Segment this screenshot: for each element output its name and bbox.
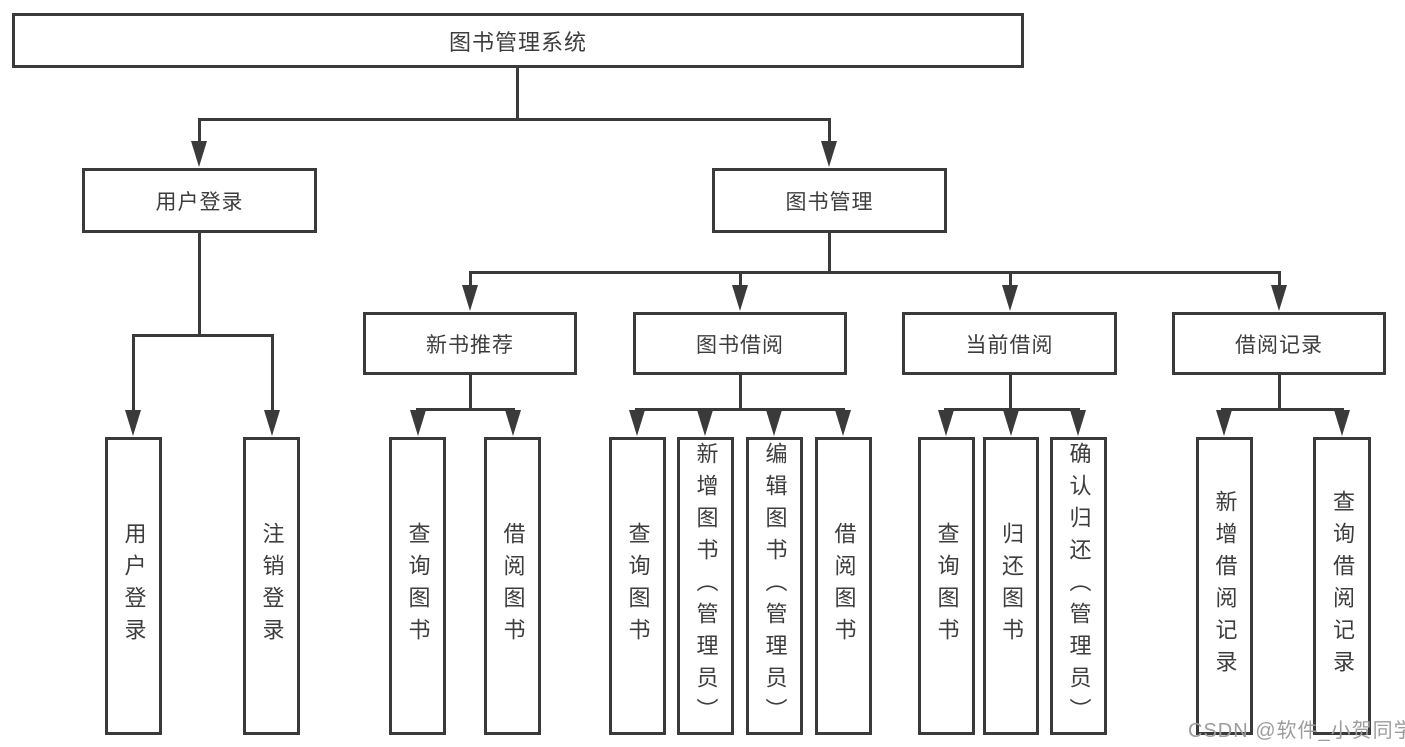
connector-currentborrow-rail — [944, 408, 1080, 411]
arrow-to-newbook — [461, 285, 478, 311]
leaf-logout-label: 注销登录 — [259, 522, 285, 650]
connector-root-stub — [516, 68, 519, 120]
leaf-records-query-record-label: 查询借阅记录 — [1330, 490, 1355, 682]
connector-currentborrow-stem — [1008, 273, 1012, 287]
connector-leaf-user-login-stem — [131, 336, 135, 411]
leaf-records-add-record: 新增借阅记录 — [1196, 437, 1253, 735]
connector-leaf-logout-stem — [270, 336, 274, 411]
arrow-to-bb-add — [696, 410, 713, 436]
csdn-watermark: CSDN @软件_小贺同学 — [1188, 720, 1405, 742]
leaf-borrow-add-books-admin: 新增图书（管理员） — [677, 437, 734, 735]
node-user-login: 用户登录 — [82, 168, 317, 233]
connector-user-login-rail — [132, 334, 274, 337]
arrow-to-user-login — [190, 141, 207, 167]
arrow-to-br-query — [1333, 410, 1350, 436]
connector-bookborrow-rail — [635, 408, 845, 411]
connector-records-rail — [1221, 408, 1344, 411]
leaf-current-return-books: 归还图书 — [983, 437, 1039, 735]
connector-bookborrow-stub — [738, 374, 742, 410]
leaf-logout: 注销登录 — [243, 437, 300, 735]
arrow-to-bb-query — [628, 410, 645, 436]
arrow-to-cb-query — [938, 410, 954, 436]
arrow-to-bookborrow — [731, 285, 748, 311]
arrow-to-records — [1270, 285, 1287, 311]
connector-user-login-stem — [198, 120, 201, 142]
arrow-to-leaf-logout — [263, 410, 280, 436]
node-library-management-system: 图书管理系统 — [12, 13, 1024, 68]
connector-newbook-stub — [468, 374, 472, 410]
leaf-borrow-add-books-admin-label: 新增图书（管理员） — [693, 442, 719, 730]
arrow-to-br-add — [1216, 410, 1232, 436]
arrow-to-cb-return — [1002, 410, 1019, 436]
leaf-records-add-record-label: 新增借阅记录 — [1212, 490, 1238, 682]
leaf-current-return-books-label: 归还图书 — [999, 522, 1024, 650]
leaf-current-query-books-label: 查询图书 — [934, 522, 960, 650]
leaf-newbook-query-books: 查询图书 — [389, 437, 446, 735]
connector-newbook-stem — [468, 273, 472, 287]
leaf-newbook-borrow-books-label: 借阅图书 — [500, 522, 526, 650]
leaf-borrow-borrow-books: 借阅图书 — [815, 437, 872, 735]
leaf-current-query-books: 查询图书 — [918, 437, 975, 735]
leaf-borrow-edit-books-admin: 编辑图书（管理员） — [746, 437, 803, 735]
node-current-borrow: 当前借阅 — [902, 312, 1117, 375]
connector-level2-rail — [198, 118, 831, 121]
arrow-to-nb-borrow — [504, 410, 521, 436]
leaf-newbook-borrow-books: 借阅图书 — [484, 437, 541, 735]
leaf-user-login: 用户登录 — [105, 437, 162, 735]
node-borrow-records: 借阅记录 — [1172, 312, 1386, 375]
connector-book-mgmt-stub — [828, 232, 831, 273]
connector-book-mgmt-stem — [828, 120, 831, 142]
node-new-book-recommend: 新书推荐 — [363, 312, 577, 375]
arrow-to-currentborrow — [1001, 285, 1018, 311]
leaf-current-confirm-return-admin: 确认归还（管理员） — [1050, 437, 1107, 735]
leaf-newbook-query-books-label: 查询图书 — [405, 522, 431, 650]
arrow-to-leaf-user-login — [124, 410, 141, 436]
node-book-borrow: 图书借阅 — [633, 312, 847, 375]
leaf-user-login-label: 用户登录 — [121, 522, 147, 650]
connector-records-stub — [1277, 374, 1281, 410]
leaf-records-query-record: 查询借阅记录 — [1313, 437, 1371, 735]
leaf-borrow-query-books-label: 查询图书 — [625, 522, 651, 650]
connector-newbook-rail — [416, 408, 515, 411]
connector-level3-rail — [469, 271, 1281, 274]
arrow-to-nb-query — [409, 410, 426, 436]
leaf-current-confirm-return-admin-label: 确认归还（管理员） — [1066, 442, 1092, 730]
node-book-management: 图书管理 — [712, 168, 947, 233]
connector-user-login-stub — [198, 232, 201, 335]
leaf-borrow-borrow-books-label: 借阅图书 — [831, 522, 857, 650]
connector-currentborrow-stub — [1008, 374, 1012, 410]
arrow-to-bb-borrow — [834, 410, 851, 436]
arrow-to-book-mgmt — [820, 141, 837, 167]
leaf-borrow-query-books: 查询图书 — [609, 437, 666, 735]
connector-records-stem — [1277, 273, 1281, 287]
leaf-borrow-edit-books-admin-label: 编辑图书（管理员） — [762, 442, 788, 730]
connector-bookborrow-stem — [738, 273, 742, 287]
arrow-to-cb-confirm — [1070, 410, 1086, 436]
arrow-to-bb-edit — [765, 410, 782, 436]
